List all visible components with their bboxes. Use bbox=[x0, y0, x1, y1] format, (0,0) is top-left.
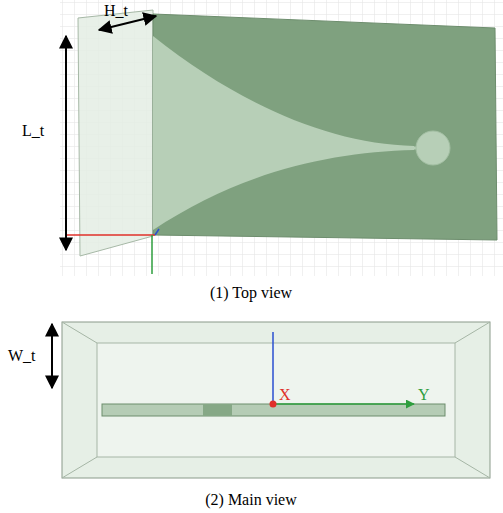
taper-section bbox=[78, 10, 153, 256]
dimension-label: L_t bbox=[22, 122, 44, 140]
dimension-arrow bbox=[65, 36, 67, 250]
z-axis bbox=[155, 229, 159, 235]
housing-inner bbox=[97, 343, 455, 457]
tapered-slot bbox=[153, 36, 414, 230]
slot-cavity bbox=[416, 131, 450, 165]
axis-label: X bbox=[279, 386, 291, 404]
dimension-arrow bbox=[51, 324, 53, 388]
dimension-label: W_t bbox=[8, 347, 36, 365]
bevel-line bbox=[455, 457, 490, 478]
origin-dot bbox=[270, 401, 277, 408]
caption-label: (1) Top view bbox=[210, 284, 292, 302]
bevel-line bbox=[455, 322, 490, 343]
bevel-line bbox=[62, 322, 97, 343]
caption-label: (2) Main view bbox=[205, 491, 297, 509]
housing-outline bbox=[62, 322, 490, 478]
z-axis bbox=[272, 332, 274, 404]
grid-background bbox=[60, 0, 503, 276]
y-axis bbox=[151, 235, 153, 274]
x-axis bbox=[66, 234, 155, 236]
ground-board bbox=[153, 14, 497, 240]
dimension-label: H_t bbox=[104, 2, 128, 20]
feed-patch bbox=[203, 404, 232, 416]
y-axis bbox=[273, 403, 414, 405]
axis-label: Y bbox=[418, 386, 430, 404]
bevel-line bbox=[62, 457, 97, 478]
